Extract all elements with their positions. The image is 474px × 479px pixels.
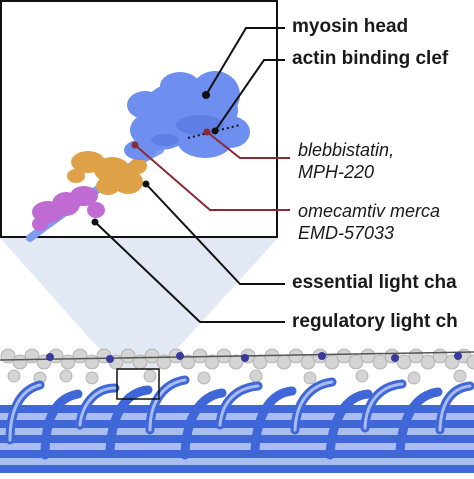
label-inhibitor-line2: MPH-220	[298, 162, 375, 182]
thick-filament	[0, 395, 474, 474]
label-essential-light-chain: essential light cha	[292, 272, 457, 293]
label-actin-binding-cleft: actin binding clef	[292, 48, 449, 69]
label-activator-line2: EMD-57033	[298, 223, 395, 243]
zoom-source-box	[116, 368, 160, 400]
label-activator-line1: omecamtiv merca	[298, 201, 441, 221]
essential-light-chain-shape	[67, 151, 147, 195]
filament-myosin-heads-highlight	[8, 378, 472, 442]
cleft-leader	[214, 59, 285, 132]
zoom-cone	[0, 238, 278, 370]
label-myosin-head: myosin head	[292, 16, 409, 37]
troponin-markers	[46, 352, 462, 363]
label-inhibitor-line1: blebbistatin,	[298, 140, 395, 160]
activator-leader	[134, 144, 290, 211]
tropomyosin-strand	[0, 351, 474, 361]
label-regulatory-light-chain: regulatory light ch	[292, 311, 458, 332]
regulatory-light-chain-shape	[32, 186, 105, 231]
myosin-head-leader	[205, 27, 285, 96]
inhibitor-leader	[206, 131, 290, 159]
elc-leader	[145, 183, 285, 285]
rlc-leader	[94, 221, 285, 323]
actin-filament	[0, 348, 474, 385]
